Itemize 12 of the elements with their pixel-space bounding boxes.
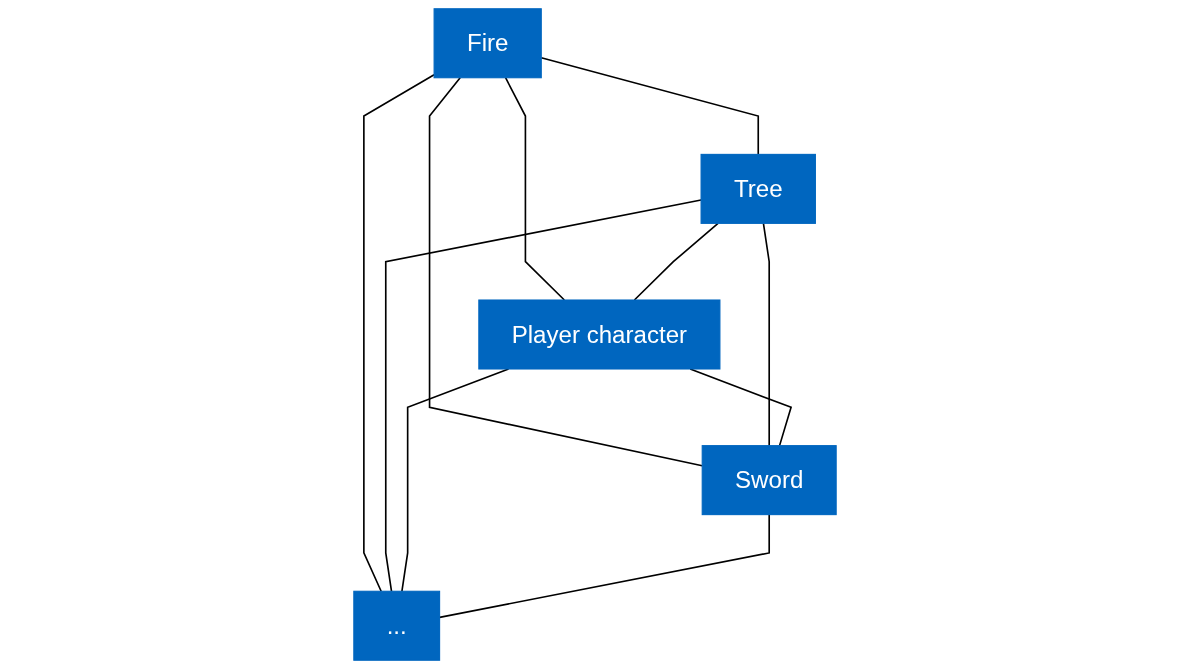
node-box: Player character bbox=[478, 299, 721, 370]
connector bbox=[504, 76, 566, 301]
node-box: Fire bbox=[433, 8, 542, 79]
connector bbox=[633, 222, 719, 301]
connector bbox=[401, 368, 510, 593]
node-box: Sword bbox=[701, 445, 837, 516]
connector bbox=[384, 199, 702, 593]
node-box: Tree bbox=[700, 153, 816, 224]
connector bbox=[363, 73, 435, 593]
connector bbox=[762, 222, 770, 447]
connector bbox=[689, 368, 793, 447]
node-box: ... bbox=[353, 590, 441, 661]
